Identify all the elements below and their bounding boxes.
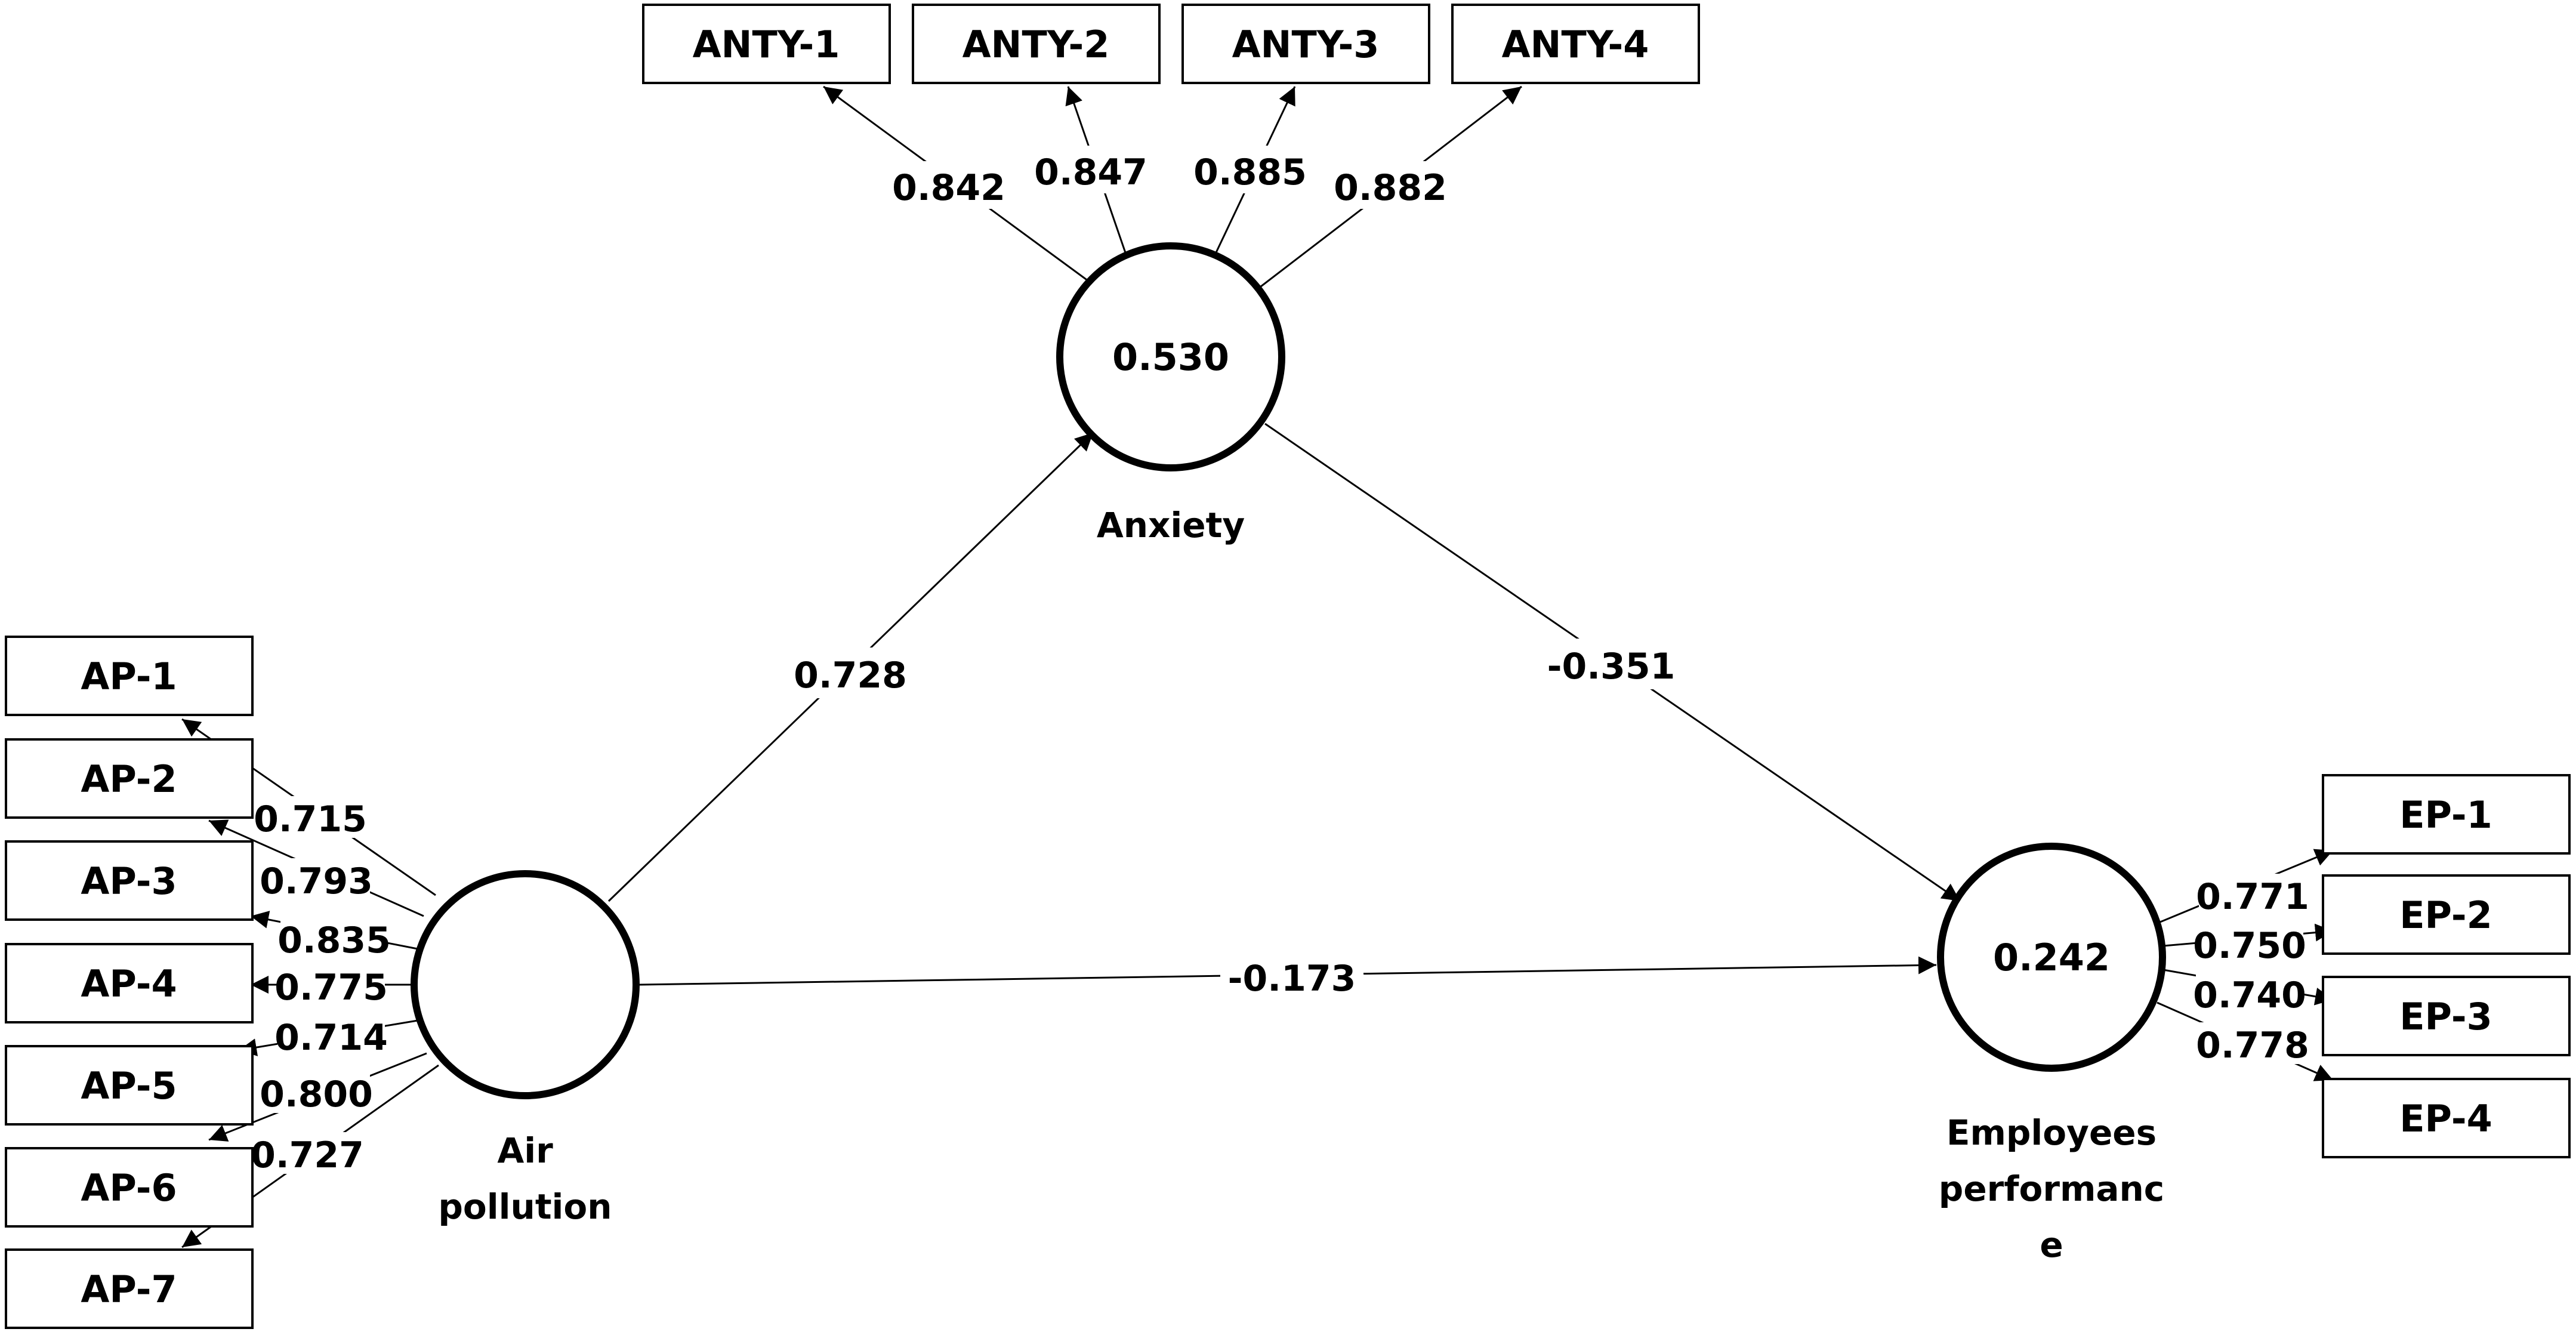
loading-value: 0.835 — [277, 920, 391, 961]
indicator-ep2: EP-2 — [2322, 874, 2571, 955]
indicator-ap3: AP-3 — [5, 840, 254, 921]
loading-ap6: 0.800 — [260, 1071, 373, 1115]
loading-anty4: 0.882 — [1331, 161, 1450, 209]
loading-ep4: 0.778 — [2196, 1022, 2309, 1066]
indicator-ep4: EP-4 — [2322, 1078, 2571, 1158]
loading-value: 0.793 — [260, 861, 373, 902]
indicator-label: AP-6 — [81, 1166, 177, 1210]
indicator-label: AP-4 — [81, 962, 177, 1006]
path-coefficient: 0.728 — [794, 655, 907, 696]
construct-label-line1: Employees — [1946, 1112, 2157, 1153]
indicator-ap7: AP-7 — [5, 1248, 254, 1329]
loading-value: 0.847 — [1034, 152, 1147, 193]
indicator-label: EP-4 — [2399, 1097, 2492, 1140]
indicator-label: AP-3 — [81, 859, 177, 903]
indicator-anty3: ANTY-3 — [1181, 4, 1430, 84]
indicator-ap6: AP-6 — [5, 1147, 254, 1228]
loading-value: 0.842 — [892, 167, 1005, 209]
path-coef-anxiety-employeesperformance: -0.351 — [1542, 639, 1680, 689]
indicator-label: ANTY-1 — [693, 23, 840, 66]
r-squared-value: 0.242 — [1993, 936, 2110, 979]
loading-ap2: 0.793 — [260, 858, 373, 902]
path-coefficient: -0.173 — [1228, 958, 1356, 1000]
indicator-label: EP-1 — [2399, 793, 2492, 837]
construct-label-line3: e — [2040, 1225, 2063, 1265]
loading-value: 0.715 — [254, 798, 367, 840]
loading-value: 0.740 — [2193, 975, 2306, 1016]
indicator-anty1: ANTY-1 — [642, 4, 891, 84]
loading-value: 0.714 — [274, 1017, 388, 1059]
loading-ap5: 0.714 — [274, 1015, 388, 1059]
indicator-label: AP-1 — [81, 655, 177, 698]
indicator-label: EP-2 — [2399, 893, 2492, 937]
construct-label-line2: pollution — [438, 1186, 612, 1227]
indicator-label: ANTY-3 — [1232, 23, 1380, 66]
construct-anxiety: 0.530 Anxiety — [1056, 242, 1285, 545]
path-coefficient: -0.351 — [1547, 646, 1676, 687]
loading-value: 0.800 — [260, 1074, 373, 1115]
construct-label-line1: Air — [497, 1130, 553, 1171]
loading-ap7: 0.727 — [251, 1132, 364, 1176]
construct-label: Anxiety — [1097, 505, 1245, 545]
loading-value: 0.727 — [251, 1134, 364, 1176]
construct-air-pollution: Air pollution — [411, 870, 640, 1227]
indicator-ep1: EP-1 — [2322, 774, 2571, 855]
loading-ep1: 0.771 — [2196, 874, 2309, 918]
path-coef-airpollution-anxiety: 0.728 — [788, 648, 913, 698]
loading-value: 0.775 — [274, 967, 388, 1009]
loading-anty1: 0.842 — [889, 161, 1008, 209]
indicator-ap4: AP-4 — [5, 943, 254, 1023]
indicator-label: AP-7 — [81, 1268, 177, 1311]
indicator-label: ANTY-2 — [962, 23, 1110, 66]
indicator-label: EP-3 — [2399, 995, 2492, 1038]
indicator-label: AP-5 — [81, 1064, 177, 1108]
construct-employees-performance: 0.242 Employees performanc e — [1937, 843, 2166, 1265]
loading-anty2: 0.847 — [1031, 146, 1150, 193]
loading-value: 0.885 — [1193, 152, 1307, 193]
indicator-anty2: ANTY-2 — [912, 4, 1161, 84]
loading-ap1: 0.715 — [254, 796, 367, 840]
loading-value: 0.778 — [2196, 1025, 2309, 1066]
loading-ap4: 0.775 — [274, 964, 388, 1009]
indicator-ap5: AP-5 — [5, 1045, 254, 1126]
indicator-label: AP-2 — [81, 757, 177, 801]
loading-value: 0.771 — [2196, 876, 2309, 918]
r-squared-value: 0.530 — [1112, 335, 1229, 379]
indicator-ap1: AP-1 — [5, 636, 254, 716]
indicator-anty4: ANTY-4 — [1451, 4, 1700, 84]
loading-ap3: 0.835 — [277, 917, 391, 961]
path-coef-airpollution-employeesperformance: -0.173 — [1220, 952, 1363, 1003]
indicator-label: ANTY-4 — [1502, 23, 1649, 66]
indicator-ep3: EP-3 — [2322, 976, 2571, 1056]
loading-value: 0.750 — [2193, 925, 2306, 967]
construct-label-line2: performanc — [1939, 1168, 2164, 1209]
indicator-ap2: AP-2 — [5, 738, 254, 819]
loading-ep3: 0.740 — [2193, 972, 2306, 1016]
loading-anty3: 0.885 — [1190, 146, 1310, 193]
loading-value: 0.882 — [1334, 167, 1447, 209]
loading-ep2: 0.750 — [2193, 923, 2306, 967]
